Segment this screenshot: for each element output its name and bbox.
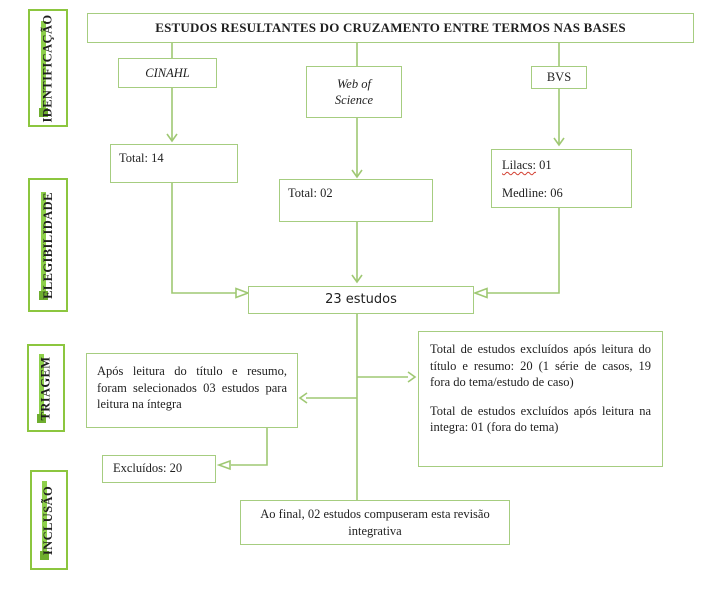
phase-label: TRIAGEM bbox=[38, 356, 53, 420]
phase-stripe-end bbox=[39, 108, 48, 117]
diagram-title: ESTUDOS RESULTANTES DO CRUZAMENTO ENTRE … bbox=[155, 20, 626, 36]
final-included-text: Ao final, 02 estudos compuseram esta rev… bbox=[260, 507, 490, 538]
arrowhead-spine-excluded bbox=[407, 371, 417, 383]
node-cinahl-label: CINAHL bbox=[145, 65, 190, 80]
arrowhead-screening-excluded20 bbox=[216, 459, 231, 471]
arrowhead-lilacs-merged bbox=[472, 287, 488, 299]
node-total-cinahl: Total: 14 bbox=[110, 144, 238, 183]
phase-label: INCLUSÃO bbox=[41, 485, 56, 555]
sidebar-phase-triagem: TRIAGEM bbox=[27, 344, 65, 432]
node-total-wos: Total: 02 bbox=[279, 179, 433, 222]
sidebar-phase-identificacao: IDENTIFICAÇÃO bbox=[28, 9, 68, 127]
diagram-title-box: ESTUDOS RESULTANTES DO CRUZAMENTO ENTRE … bbox=[87, 13, 694, 43]
lilacs-count: 01 bbox=[536, 158, 552, 172]
arrowhead-wos-total02 bbox=[351, 169, 363, 179]
arrowhead-spine-screening bbox=[298, 392, 308, 404]
arrowhead-total14-merged bbox=[235, 287, 251, 299]
elbow-lilacs-merged bbox=[487, 208, 560, 294]
sidebar-phase-inclusao: INCLUSÃO bbox=[30, 470, 68, 570]
lilacs-word: Lilacs: bbox=[502, 158, 537, 172]
total-wos-label: Total: 02 bbox=[288, 186, 333, 200]
medline-line: Medline: 06 bbox=[502, 185, 563, 200]
excluded-paragraph-2: Total de estudos excluídos após leitura … bbox=[430, 403, 651, 435]
excluded-count-label: Excluídos: 20 bbox=[113, 461, 183, 475]
total-cinahl-label: Total: 14 bbox=[119, 151, 164, 165]
node-web-of-science: Web of Science bbox=[306, 66, 402, 118]
arrowhead-cinahl-total14 bbox=[166, 133, 178, 143]
sidebar-phase-elegibilidade: ELEGIBILIDADE bbox=[28, 178, 68, 312]
lilacs-line: Lilacs: 01 bbox=[502, 157, 621, 174]
excluded-paragraph-1: Total de estudos excluídos após leitura … bbox=[430, 342, 651, 389]
node-final-included: Ao final, 02 estudos compuseram esta rev… bbox=[240, 500, 510, 545]
node-merged-total: 23 estudos bbox=[248, 286, 474, 314]
phase-label: ELEGIBILIDADE bbox=[40, 191, 55, 299]
phase-stripe bbox=[42, 481, 47, 555]
node-excluded-details: Total de estudos excluídos após leitura … bbox=[418, 331, 663, 467]
phase-stripe bbox=[41, 21, 46, 113]
elbow-total14-merged bbox=[171, 183, 236, 294]
phase-stripe-end bbox=[39, 291, 48, 300]
node-cinahl: CINAHL bbox=[118, 58, 217, 88]
phase-stripe-end bbox=[37, 414, 46, 423]
arrowhead-bvs-lilacs bbox=[553, 137, 565, 147]
phase-stripe bbox=[39, 354, 44, 418]
phase-stripe-end bbox=[40, 551, 49, 560]
node-wos-label: Web of Science bbox=[334, 76, 374, 108]
screening-selected-text: Após leitura do título e resumo, foram s… bbox=[97, 364, 287, 411]
node-bvs-label: BVS bbox=[546, 70, 572, 85]
arrowhead-total02-merged bbox=[351, 274, 363, 284]
elbow-screening-excluded20 bbox=[231, 428, 268, 466]
node-screening-selected: Após leitura do título e resumo, foram s… bbox=[86, 353, 298, 428]
node-bvs-totals: Lilacs: 01 Medline: 06 bbox=[491, 149, 632, 208]
phase-stripe bbox=[41, 192, 46, 296]
node-excluded-count: Excluídos: 20 bbox=[102, 455, 216, 483]
merged-total-label: 23 estudos bbox=[325, 292, 397, 308]
node-bvs: BVS bbox=[531, 66, 587, 89]
phase-label: IDENTIFICAÇÃO bbox=[40, 14, 55, 122]
